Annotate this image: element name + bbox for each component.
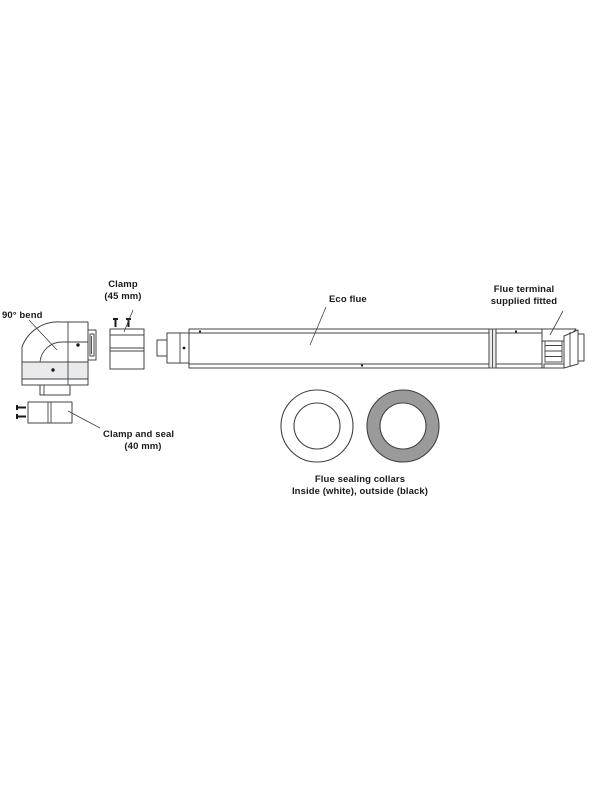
label-clamp-seal-line1: Clamp and seal	[103, 429, 174, 440]
part-eco-flue-tube: Eco flue	[156, 294, 543, 369]
part-clamp-45mm: Clamp (45 mm)	[104, 279, 145, 370]
label-collars-line2: Inside (white), outside (black)	[292, 486, 428, 497]
clamp-40-leader-line	[67, 410, 101, 429]
eco-flue-leader-line	[309, 306, 327, 346]
part-clamp-and-seal-40mm: Clamp and seal (40 mm)	[16, 401, 174, 452]
terminal-louvres	[544, 339, 563, 363]
part-flue-terminal: Flue terminal supplied fitted	[491, 284, 585, 369]
collar-inside-white	[280, 389, 354, 463]
label-collars-line1: Flue sealing collars	[315, 474, 405, 485]
label-eco-flue: Eco flue	[329, 294, 367, 305]
bend-leader-line	[28, 319, 58, 351]
label-terminal-line2: supplied fitted	[491, 296, 558, 307]
label-90-degree-bend: 90° bend	[2, 310, 43, 321]
collar-outside-black	[366, 389, 440, 463]
clamp-45-leader-line	[123, 309, 134, 333]
clamp-40-bolts	[16, 405, 26, 419]
label-clamp-45-line1: Clamp	[108, 279, 138, 290]
terminal-leader-line	[549, 310, 564, 336]
part-flue-sealing-collars: Flue sealing collars Inside (white), out…	[280, 389, 440, 497]
clamp-45-bolts	[113, 318, 131, 327]
part-90-degree-bend: 90° bend	[2, 310, 97, 396]
label-clamp-45-line2: (45 mm)	[104, 291, 141, 302]
label-clamp-seal-line2: (40 mm)	[124, 441, 161, 452]
label-terminal-line1: Flue terminal	[494, 284, 554, 295]
